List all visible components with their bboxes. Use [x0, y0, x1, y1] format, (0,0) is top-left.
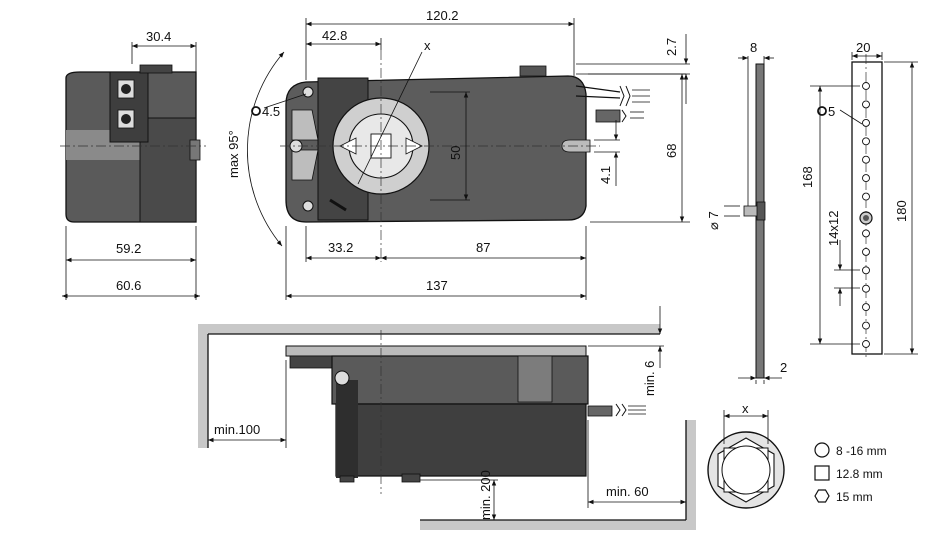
square-icon — [814, 465, 830, 481]
dim-8: 8 — [750, 40, 757, 55]
legend-label-hexagon: 15 mm — [836, 490, 873, 504]
bracket-hole — [862, 192, 870, 201]
bracket-hole — [862, 303, 870, 312]
dim-120-2: 120.2 — [426, 8, 459, 23]
dim-180: 180 — [894, 200, 909, 222]
bracket-hole — [862, 155, 870, 164]
dim-phi-7: ⌀ 7 — [706, 211, 721, 230]
bracket-hole — [862, 137, 870, 146]
bracket-hole — [862, 82, 870, 90]
bracket-hole — [862, 118, 870, 127]
bracket-side-view — [724, 55, 782, 384]
bracket-hole — [862, 340, 870, 348]
dim-137: 137 — [426, 278, 448, 293]
front-view — [247, 18, 690, 300]
dim-168: 168 — [800, 166, 815, 188]
clearance-view — [198, 306, 696, 530]
dim-x-axis: x — [424, 38, 431, 53]
dim-min-60: min. 60 — [606, 484, 649, 499]
bracket-hole — [862, 174, 870, 183]
shaft-size-legend: 8 -16 mm 12.8 mm 15 mm — [814, 442, 887, 504]
dim-50: 50 — [448, 146, 463, 160]
dim-20: 20 — [856, 40, 870, 55]
bracket-hole — [862, 284, 870, 293]
dim-42-8: 42.8 — [322, 28, 347, 43]
dim-2-7: 2.7 — [664, 38, 679, 56]
dim-30-4: 30.4 — [146, 29, 171, 44]
shaft-section — [707, 410, 785, 509]
legend-label-circle: 8 -16 mm — [836, 444, 887, 458]
hexagon-icon — [814, 489, 830, 503]
dim-min-6: min. 6 — [642, 361, 657, 396]
bracket-hole — [862, 266, 870, 275]
legend-label-square: 12.8 mm — [836, 467, 883, 481]
circle-icon — [814, 442, 830, 458]
dim-min-100: min.100 — [214, 422, 260, 437]
dim-max-95: max 95° — [226, 130, 241, 178]
bracket-hole — [862, 100, 870, 109]
dim-33-2: 33.2 — [328, 240, 353, 255]
dim-2: 2 — [780, 360, 787, 375]
dim-4-5: 4.5 — [262, 104, 280, 119]
dim-x-shaft: x — [742, 401, 749, 416]
dim-68: 68 — [664, 144, 679, 158]
bracket-hole — [862, 247, 870, 256]
bracket-hole — [862, 321, 870, 330]
dim-59-2: 59.2 — [116, 241, 141, 256]
dim-87: 87 — [476, 240, 490, 255]
dim-60-6: 60.6 — [116, 278, 141, 293]
dim-5: 5 — [828, 104, 835, 119]
side-view — [60, 42, 206, 300]
dim-14x12: 14x12 — [826, 211, 841, 246]
dim-4-1: 4.1 — [598, 166, 613, 184]
bracket-front-view — [810, 52, 918, 360]
bracket-hole — [862, 229, 870, 238]
dim-min-200: min. 200 — [478, 470, 493, 520]
